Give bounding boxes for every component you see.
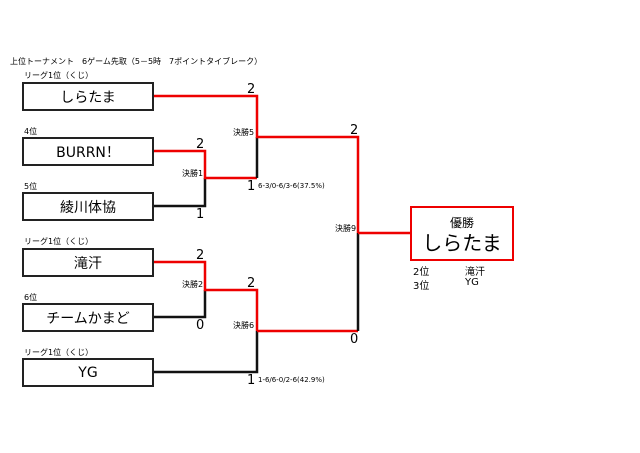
place-rank: 3位 bbox=[413, 281, 430, 292]
champion-label: 優勝 bbox=[449, 216, 474, 230]
score: 2 bbox=[196, 137, 205, 152]
seed-label: リーグ1位（くじ） bbox=[24, 71, 94, 80]
seed-label: 6位 bbox=[24, 293, 38, 302]
match-label: 決勝5 bbox=[233, 128, 255, 137]
match-label: 決勝6 bbox=[233, 321, 255, 330]
match-label: 決勝1 bbox=[182, 169, 204, 178]
line-m1-bottom bbox=[153, 178, 207, 208]
champion-name: しらたま bbox=[422, 231, 502, 255]
team-box: BURRN！ bbox=[22, 137, 154, 166]
match-label: 決勝2 bbox=[182, 280, 204, 289]
place-rank: 2位 bbox=[413, 267, 430, 278]
seed-label: リーグ1位（くじ） bbox=[24, 348, 94, 357]
match-detail: 6-3/0-6/3-6(37.5%) bbox=[258, 182, 325, 190]
line-m2-top bbox=[153, 260, 259, 331]
score: 1 bbox=[247, 179, 256, 194]
team-box: 滝汗 bbox=[22, 248, 154, 277]
score: 0 bbox=[196, 318, 205, 333]
seed-label: 5位 bbox=[24, 182, 38, 191]
team-box: YG bbox=[22, 358, 154, 387]
seed-label: 4位 bbox=[24, 127, 38, 136]
line-m6-bottom bbox=[153, 331, 259, 374]
score: 2 bbox=[350, 123, 359, 138]
score: 2 bbox=[247, 82, 256, 97]
place-name: YG bbox=[465, 277, 479, 288]
champion-box: 優勝 しらたま bbox=[410, 206, 514, 261]
team-box: しらたま bbox=[22, 82, 154, 111]
line-m2-bottom bbox=[153, 290, 207, 319]
match-detail: 1-6/6-0/2-6(42.9%) bbox=[258, 376, 325, 384]
team-box: 綾川体協 bbox=[22, 192, 154, 221]
score: 2 bbox=[196, 248, 205, 263]
place-name: 滝汗 bbox=[465, 267, 485, 278]
score: 0 bbox=[350, 332, 359, 347]
tournament-title: 上位トーナメント 6ゲーム先取（5－5時 7ポイントタイブレーク） bbox=[10, 57, 263, 66]
line-m1-top bbox=[153, 149, 257, 180]
score: 2 bbox=[247, 276, 256, 291]
score: 1 bbox=[196, 207, 205, 222]
line-m5-top bbox=[153, 94, 360, 233]
match-label: 決勝9 bbox=[335, 224, 357, 233]
seed-label: リーグ1位（くじ） bbox=[24, 237, 94, 246]
score: 1 bbox=[247, 373, 256, 388]
team-box: チームかまど bbox=[22, 303, 154, 332]
